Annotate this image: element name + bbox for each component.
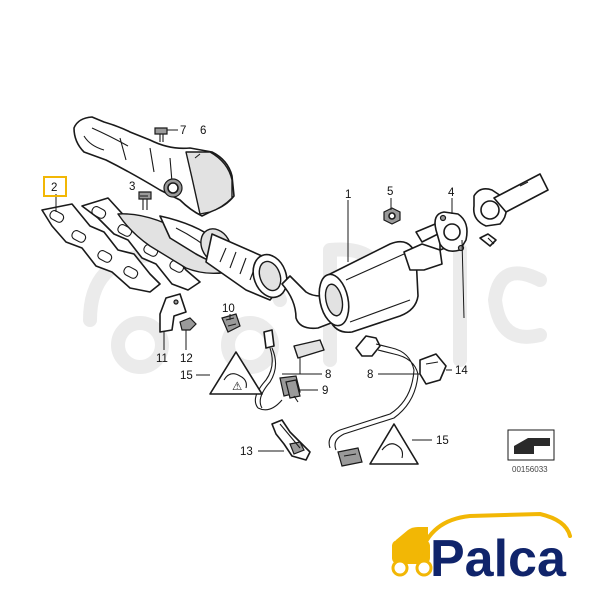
- part-number-3: 3: [129, 181, 135, 193]
- heat-shield: [73, 116, 235, 217]
- svg-text:⚠: ⚠: [232, 381, 243, 393]
- sensor-bracket-9: [285, 379, 301, 403]
- tailpipe-flange: [472, 173, 549, 247]
- part-number-15b: 15: [436, 435, 449, 447]
- part-number-8b: 8: [367, 369, 373, 381]
- sensor-bracket-13: [271, 419, 311, 461]
- part-2-highlight-box: [43, 176, 67, 197]
- screw-3: [138, 191, 152, 210]
- precat-pipe: [200, 228, 345, 330]
- diagram-code: 00156033: [512, 465, 548, 474]
- bracket-11: [159, 293, 187, 333]
- palca-logo: Palca: [391, 511, 572, 588]
- rear-oxygen-sensor: [328, 335, 447, 451]
- leader-lines: [55, 129, 465, 452]
- warning-label-15b: [369, 423, 419, 465]
- part-number-9: 9: [322, 385, 328, 397]
- part-number-2: 2: [51, 182, 57, 194]
- part-number-14: 14: [455, 365, 468, 377]
- part-number-8a: 8: [325, 369, 331, 381]
- part-number-11: 11: [156, 353, 168, 365]
- part-number-5: 5: [387, 186, 393, 198]
- screw-7: [154, 127, 168, 142]
- warning-label-15a: ⚠: [209, 351, 263, 395]
- part-number-7: 7: [180, 125, 186, 137]
- part-number-4: 4: [448, 187, 455, 199]
- orientation-arrow-icon: [507, 429, 555, 461]
- bolt-12: [179, 317, 197, 331]
- part-number-10: 10: [222, 303, 235, 315]
- part-number-1: 1: [345, 189, 351, 201]
- sensor-connector: [337, 447, 363, 467]
- part-number-15a: 15: [180, 370, 193, 382]
- part-number-12: 12: [180, 353, 193, 365]
- brand-name: Palca: [430, 530, 567, 588]
- part-number-13: 13: [240, 446, 253, 458]
- manifold-gasket: [41, 203, 161, 293]
- clip-10: [221, 313, 241, 333]
- catalytic-converter: [318, 221, 453, 334]
- nut-5: [383, 207, 401, 225]
- part-number-6: 6: [200, 125, 206, 137]
- rear-flange: [434, 211, 468, 252]
